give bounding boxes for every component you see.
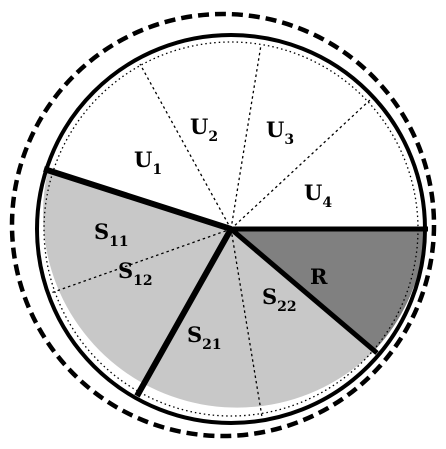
label-r: R xyxy=(310,264,328,289)
label-s12: S12 xyxy=(118,258,153,289)
spoke-u2-u3 xyxy=(230,44,262,230)
label-s11: S11 xyxy=(94,219,129,250)
label-s21: S21 xyxy=(187,322,222,353)
label-u2: U2 xyxy=(190,114,218,145)
region-r-fill xyxy=(231,229,426,351)
region-s-fill xyxy=(43,170,374,408)
label-s22: S22 xyxy=(262,284,297,315)
spoke-s11-s12 xyxy=(47,228,232,295)
label-u1: U1 xyxy=(134,147,162,178)
spoke-u3-u4 xyxy=(230,99,371,230)
boundary-u-s xyxy=(43,166,232,232)
label-u4: U4 xyxy=(304,180,332,211)
spoke-u1-u2 xyxy=(139,63,232,230)
boundary-r-s xyxy=(229,227,379,355)
spoke-s21-s22 xyxy=(230,228,263,418)
outer-dashed-circle xyxy=(9,11,437,439)
main-circle xyxy=(35,33,427,425)
boundary-s1-s2 xyxy=(134,227,234,398)
label-u3: U3 xyxy=(266,117,294,148)
